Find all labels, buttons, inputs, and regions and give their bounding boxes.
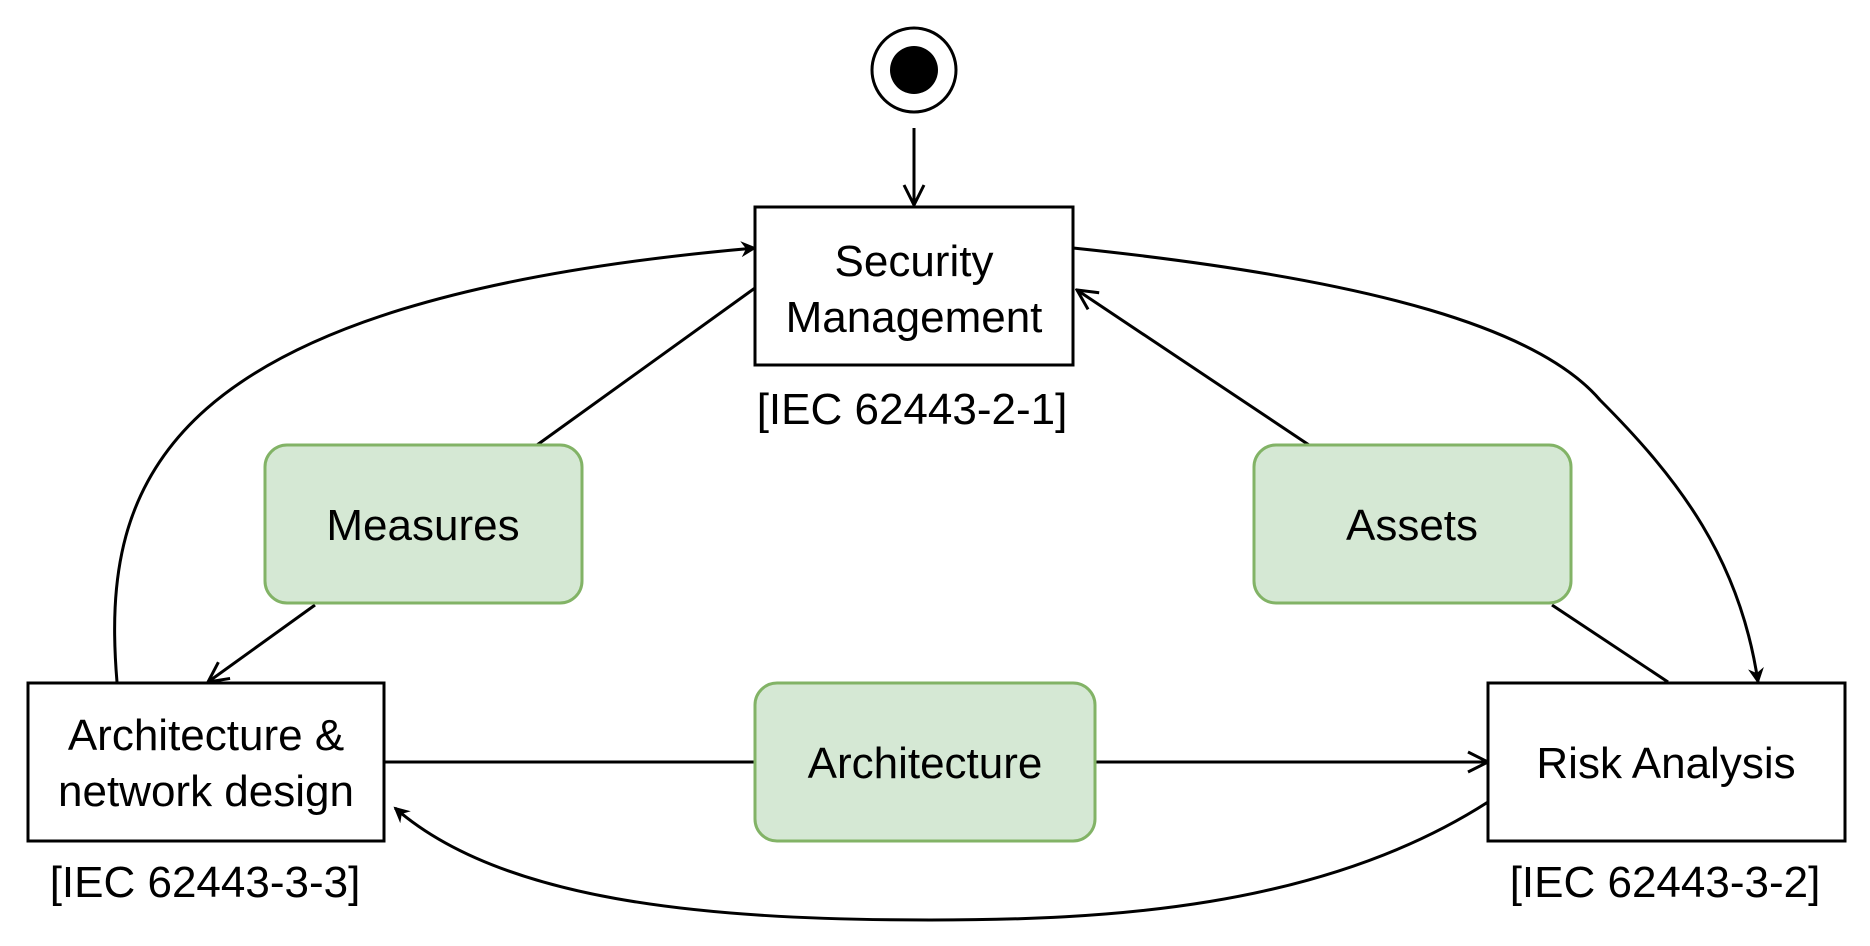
security-management-label-line2: Management: [786, 293, 1043, 342]
architecture-network-design-node[interactable]: Architecture & network design: [26, 681, 386, 843]
risk-analysis-ref: [IEC 62443-3-2]: [1510, 858, 1821, 907]
risk-to-assets-edge: [1551, 603, 1669, 684]
measures-to-architecture-design-edge: [208, 603, 316, 682]
assets-artifact[interactable]: Assets: [1252, 443, 1573, 605]
architecture-label: Architecture: [808, 739, 1043, 788]
security-to-risk-curve: [1072, 246, 1764, 684]
assets-to-security-edge: [1077, 290, 1310, 447]
architecture-network-design-ref: [IEC 62443-3-3]: [50, 858, 361, 907]
security-management-node[interactable]: Security Management: [753, 205, 1075, 367]
architecture-artifact[interactable]: Architecture: [753, 681, 1097, 843]
security-management-ref: [IEC 62443-2-1]: [757, 385, 1068, 434]
risk-analysis-label: Risk Analysis: [1536, 739, 1795, 788]
architecture-network-design-label-line1: Architecture &: [68, 711, 344, 760]
security-to-measures-edge: [536, 286, 756, 447]
measures-label: Measures: [326, 501, 519, 550]
assets-label: Assets: [1346, 501, 1478, 550]
measures-artifact[interactable]: Measures: [263, 443, 584, 605]
design-to-security-curve: [113, 241, 757, 683]
risk-to-design-curve: [393, 800, 1489, 922]
initial-state-icon: [870, 26, 958, 114]
risk-analysis-node[interactable]: Risk Analysis: [1486, 681, 1847, 843]
security-management-label-line1: Security: [835, 237, 994, 286]
architecture-network-design-label-line2: network design: [58, 767, 354, 816]
